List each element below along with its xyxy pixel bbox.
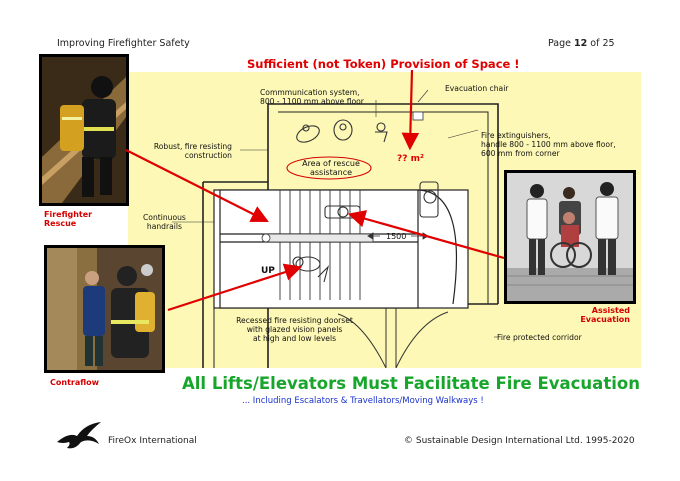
caption-ae-line-2: Evacuation [580,315,630,324]
fireox-bird-logo [57,422,101,449]
caption-ff-line-2: Rescue [44,219,77,228]
comm-line-2: 800 - 1100 mm above floor [260,97,364,106]
evacuation-illustration [507,173,633,301]
comm-line-1: Commmunication system, [260,88,360,97]
page-prefix: Page [548,38,575,49]
rescue-area-label: Area of rescue assistance [296,159,366,177]
corridor-label: Fire protected corridor [497,333,582,342]
door-swing [337,308,449,368]
footer-left: FireOx International [108,436,197,446]
doorset-line-3: at high and low levels [252,334,337,343]
area-question-label: ?? m² [397,154,424,164]
evacuation-chair-box [412,111,424,121]
caption-ae-line-1: Assisted [591,306,630,315]
photo-assisted-evacuation [504,170,636,304]
page-number: 12 [574,38,588,49]
caption-firefighter-rescue: Firefighter Rescue [44,210,92,228]
rescue-line-2: assistance [309,168,353,177]
caption-assisted-evacuation: Assisted Evacuation [572,306,630,324]
rescue-line-1: Area of rescue [302,159,360,168]
handrails-line-1: Continuous [143,213,186,222]
rescue-area-ellipse [286,156,372,180]
photo-firefighter-rescue [39,54,129,206]
slide-title: Sufficient (not Token) Provision of Spac… [247,57,520,71]
handrails-line-2: handrails [146,222,182,231]
page-suffix: of 25 [587,38,615,49]
subheadline: ... Including Escalators & Travellators/… [242,396,484,406]
dimension-label: 1500 [386,232,407,241]
fire-ext-line-1: Fire extinguishers, [481,131,551,140]
header-title: Improving Firefighter Safety [57,38,190,49]
robust-construction-label: Robust, fire resisting construction [150,142,232,160]
fire-ext-line-2: handle 800 - 1100 mm above floor, [481,140,616,149]
handrails-label: Continuous handrails [143,213,186,231]
page-indicator: Page 12 of 25 [548,38,615,49]
contraflow-illustration [47,248,162,370]
caption-ff-line-1: Firefighter [44,210,93,219]
stair-up-label: UP [261,266,275,276]
doorset-label: Recessed fire resisting doorset with gla… [222,316,367,343]
robust-line-1: Robust, fire resisting [153,142,232,151]
robust-line-2: construction [184,151,232,160]
fire-extinguisher-label: Fire extinguishers, handle 800 - 1100 mm… [481,131,616,158]
fire-ext-line-3: 600 mm from corner [481,149,560,158]
handrail [261,233,374,243]
evacuation-chair-label: Evacuation chair [445,84,509,93]
doorset-line-1: Recessed fire resisting doorset [236,316,353,325]
doorset-line-2: with glazed vision panels [246,325,343,334]
headline: All Lifts/Elevators Must Facilitate Fire… [182,374,640,393]
footer-right: © Sustainable Design International Ltd. … [404,436,635,446]
comm-system-label: Commmunication system, 800 - 1100 mm abo… [260,88,364,106]
caption-contraflow: Contraflow [50,378,100,387]
firefighter-illustration [42,57,126,203]
photo-contraflow [44,245,165,373]
